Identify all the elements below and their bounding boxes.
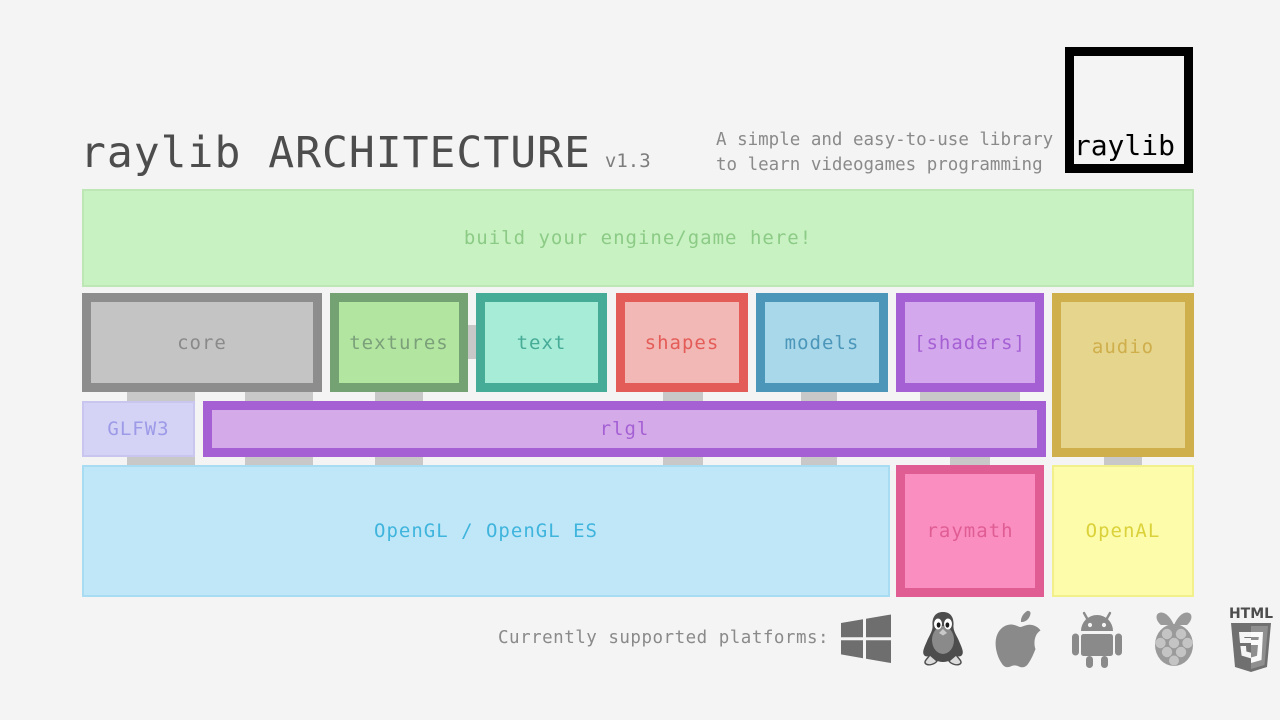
connector-tab [950, 457, 990, 467]
page-title-text: raylib ARCHITECTURE [80, 128, 591, 178]
layer-label: OpenAL [1085, 520, 1161, 542]
connector-tab [801, 392, 837, 402]
module-label: text [516, 331, 567, 354]
module-textures[interactable]: textures [330, 293, 468, 392]
layer-openal[interactable]: OpenAL [1052, 465, 1194, 597]
html5-icon: HTML [1223, 604, 1279, 674]
module-label: [shaders] [914, 331, 1026, 354]
layer-label: raymath [926, 520, 1014, 542]
platforms-label: Currently supported platforms: [498, 628, 830, 648]
module-shapes[interactable]: shapes [616, 293, 748, 392]
connector-tab [1104, 457, 1142, 467]
tagline: A simple and easy-to-use library to lear… [716, 128, 1060, 178]
layer-glfw3[interactable]: GLFW3 [82, 401, 195, 457]
module-audio[interactable]: audio [1052, 293, 1194, 457]
page-title: raylib ARCHITECTURE v1.3 [80, 128, 651, 178]
connector-tab [127, 457, 195, 467]
module-text[interactable]: text [476, 293, 607, 392]
layer-opengl[interactable]: OpenGL / OpenGL ES [82, 465, 890, 597]
windows-icon [838, 604, 894, 674]
raylib-logo: raylib [1065, 47, 1193, 173]
connector-tab [920, 392, 1020, 402]
engine-banner-label: build your engine/game here! [463, 227, 813, 249]
module-models[interactable]: models [756, 293, 888, 392]
tagline-line-2: to learn videogames programming [716, 155, 1043, 175]
layer-rlgl[interactable]: rlgl [203, 401, 1046, 457]
engine-banner: build your engine/game here! [82, 189, 1194, 287]
tagline-line-1: A simple and easy-to-use library [716, 130, 1054, 150]
android-icon [1069, 604, 1125, 674]
layer-label: OpenGL / OpenGL ES [374, 520, 598, 542]
module-label: audio [1091, 336, 1155, 358]
connector-tab [245, 392, 313, 402]
connector-tab [245, 457, 313, 467]
layer-label: GLFW3 [107, 418, 170, 440]
connector-tab [663, 392, 703, 402]
connector-tab [375, 392, 423, 402]
connector-tab [375, 457, 423, 467]
platforms-list: HTML [838, 602, 1279, 676]
linux-tux-icon [915, 604, 971, 674]
connector-tab [127, 392, 195, 402]
layer-label: rlgl [599, 418, 650, 440]
module-label: models [784, 331, 860, 354]
module-label: core [177, 331, 227, 354]
raylib-logo-text: raylib [1073, 129, 1175, 162]
version-label: v1.3 [604, 150, 651, 172]
apple-icon [992, 604, 1048, 674]
module-label: textures [349, 331, 449, 354]
module-shaders[interactable]: [shaders] [896, 293, 1044, 392]
module-label: shapes [644, 331, 720, 354]
svg-text:HTML: HTML [1229, 606, 1273, 622]
connector-tab [663, 457, 703, 467]
connector-tab [801, 457, 837, 467]
module-core[interactable]: core [82, 293, 322, 392]
layer-raymath[interactable]: raymath [896, 465, 1044, 597]
raspberry-pi-icon [1146, 604, 1202, 674]
